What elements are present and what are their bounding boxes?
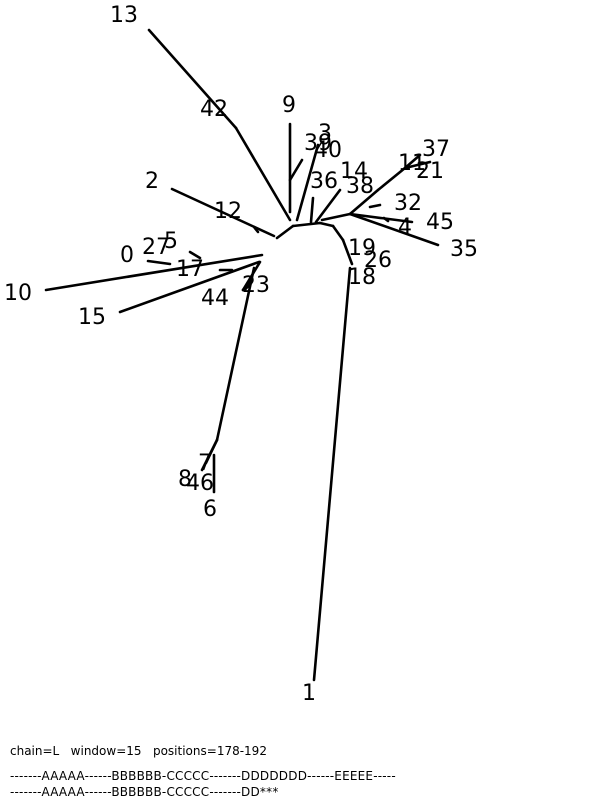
leaf-label: 8 [178,467,192,492]
chain-window-caption: chain=L window=15 positions=178-192 [10,744,267,758]
leaf-label: 21 [416,159,444,184]
leaf-label: 40 [314,138,342,163]
leaf-label: 10 [4,281,32,306]
tree-branch [368,203,382,209]
leaf-label: 45 [426,210,454,235]
tree-branch [118,260,261,314]
leaf-label: 7 [198,451,212,476]
tree-branch [376,166,407,192]
leaf-label: 11 [398,151,426,176]
leaf-label: 13 [110,3,138,28]
leaf-label: 9 [282,93,296,118]
tree-branch [403,160,432,170]
leaf-label: 39 [304,131,332,156]
leaf-label: 27 [142,235,170,260]
leaf-label: 2 [145,169,159,194]
tree-branch [204,438,219,465]
tree-branch [320,212,352,222]
leaf-label: 37 [422,137,450,162]
tree-branch [403,153,422,170]
leaf-label: 15 [78,305,106,330]
leaf-label: 14 [340,159,368,184]
leaf-label: 38 [346,174,374,199]
leaf-label: 18 [348,265,376,290]
tree-branch [291,221,322,228]
leaf-label: 12 [214,199,242,224]
tree-branch [295,143,320,222]
leaf-label: 46 [186,471,214,496]
tree-branch [170,187,276,238]
leaf-label: 6 [203,497,217,522]
leaf-label: 3 [318,121,332,146]
tree-branch [318,221,335,228]
tree-branch [252,225,260,234]
tree-branch [314,188,342,224]
tree-branch [147,28,238,130]
leaf-label: 5 [164,229,178,254]
leaf-label: 36 [310,169,338,194]
leaf-label: 44 [201,286,229,311]
leaf-label: 23 [242,273,270,298]
tree-branch [234,126,292,222]
tree-branch [348,212,440,247]
leaf-label: 17 [176,257,204,282]
tree-branch [146,259,172,266]
sequence-line-2: -------AAAAA------BBBBBB-CCCCC-------DD*… [10,785,279,799]
tree-branch [382,216,390,223]
tree-branch [312,266,352,682]
tree-branch [309,196,315,224]
tree-branch [275,224,295,240]
tree-branch [188,250,202,260]
leaf-label: 0 [120,243,134,268]
leaf-label: 4 [398,215,412,240]
tree-branch [331,224,345,242]
tree-branch [44,253,264,292]
tree-branch [348,188,380,216]
tree-branch [348,212,414,224]
tree-branch [341,238,354,266]
tree-branch [215,266,256,442]
tree-branches [44,28,440,682]
leaf-label: 32 [394,191,422,216]
leaf-label: 1 [302,681,316,706]
leaf-label: 35 [450,237,478,262]
sequence-line-1: -------AAAAA------BBBBBB-CCCCC-------DDD… [10,769,396,783]
leaf-label: 26 [364,248,392,273]
tree-branch [288,158,304,182]
leaf-label: 19 [348,236,376,261]
leaf-label: 42 [200,97,228,122]
